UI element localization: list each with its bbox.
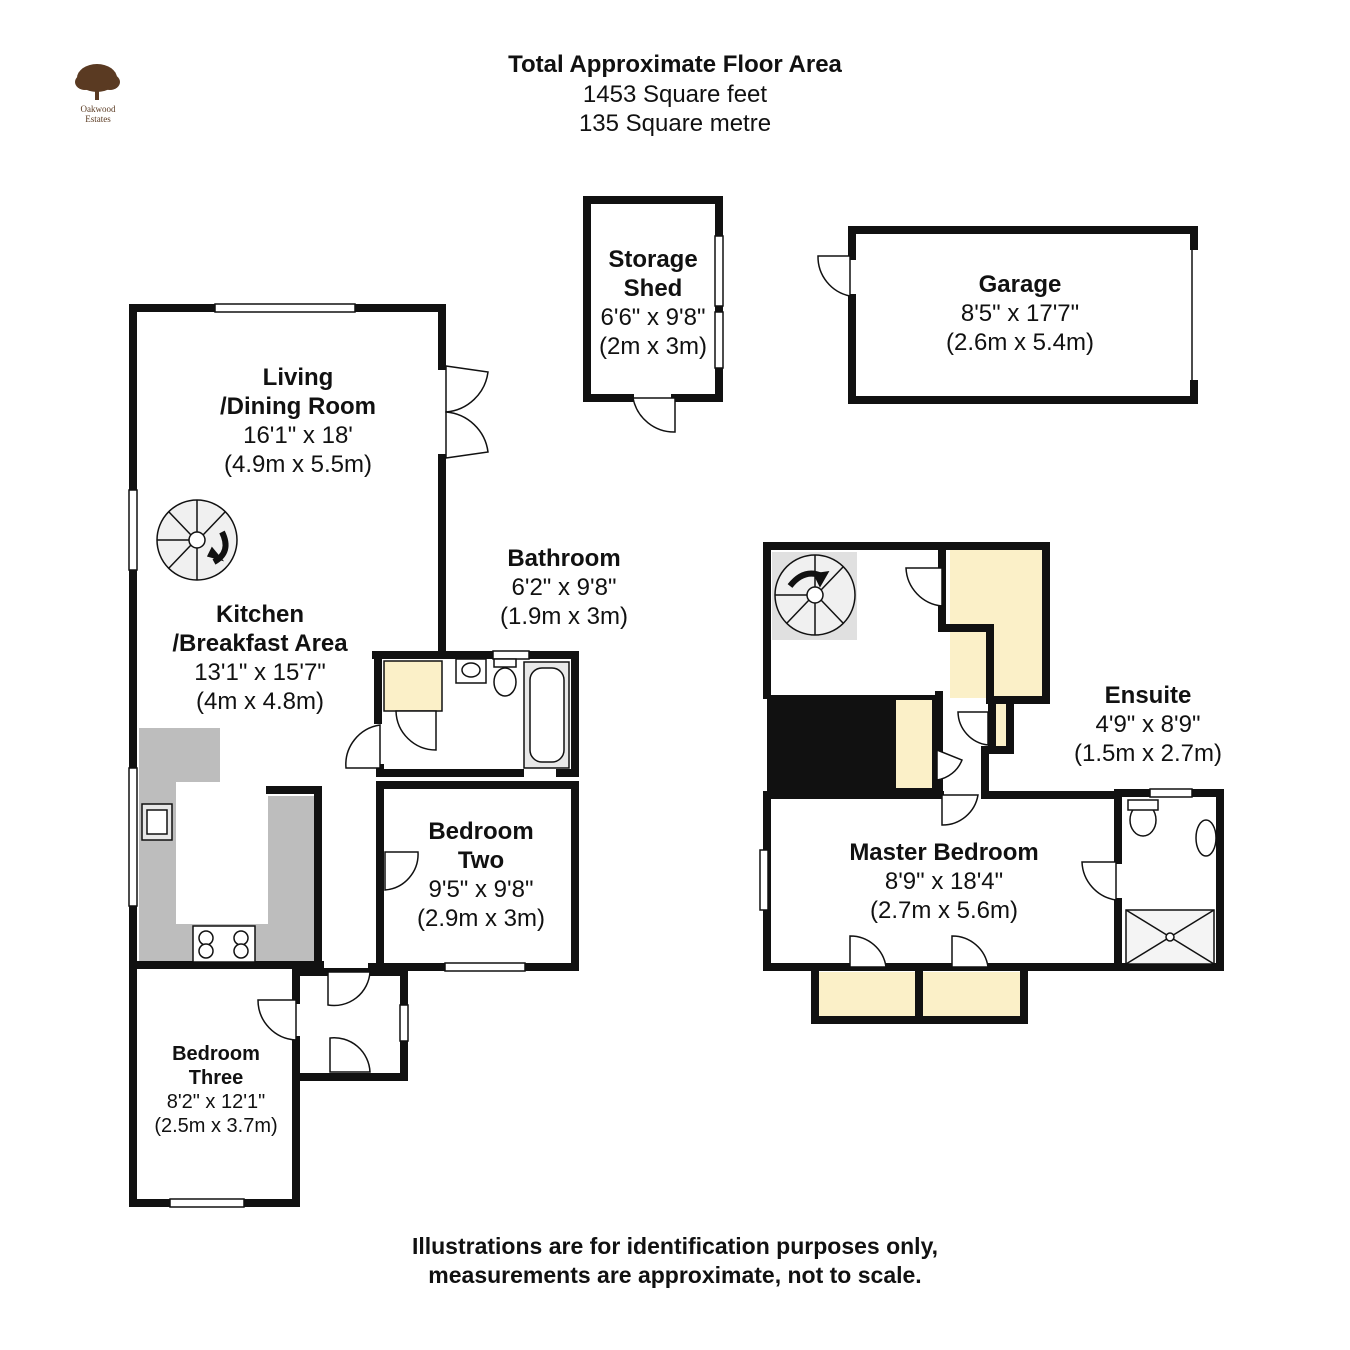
room-name: /Breakfast Area: [172, 630, 348, 657]
oak-tree-logo-icon: [75, 64, 120, 100]
room-dimensions-metric: (2.9m x 3m): [416, 905, 545, 932]
room-name: Three: [188, 1067, 244, 1089]
ground-floor-doors: [257, 365, 489, 1073]
room-name: Storage: [608, 246, 698, 273]
bathroom-label: Bathroom 6'2" x 9'8" (1.9m x 3m): [474, 544, 654, 631]
room-dimensions: 8'2" x 12'1": [166, 1091, 266, 1113]
room-dimensions: 6'6" x 9'8": [600, 304, 706, 331]
ground-floor-fixtures: [141, 499, 570, 963]
ground-floor-windows: [128, 303, 530, 1208]
room-dimensions-metric: (1.5m x 2.7m): [1073, 740, 1223, 767]
room-dimensions: 8'9" x 18'4": [884, 868, 1004, 895]
room-dimensions-metric: (1.9m x 3m): [499, 603, 628, 630]
room-dimensions: 8'5" x 17'7": [960, 300, 1080, 327]
room-name: Two: [457, 847, 505, 874]
logo-line1: Oakwood: [80, 104, 116, 114]
room-name: Shed: [623, 275, 683, 302]
room-name: Bathroom: [507, 545, 621, 572]
floor-area-sqft: 1453 Square feet: [582, 81, 768, 108]
room-name: Master Bedroom: [849, 839, 1039, 866]
kitchen-breakfast-label: Kitchen /Breakfast Area 13'1" x 15'7" (4…: [150, 600, 370, 716]
storage-shed-plan: [583, 196, 724, 433]
room-dimensions-metric: (2.6m x 5.4m): [945, 329, 1095, 356]
floor-area-sqm: 135 Square metre: [578, 110, 772, 137]
room-dimensions-metric: (2.5m x 3.7m): [154, 1115, 278, 1137]
ensuite-basin-icon: [1195, 819, 1217, 857]
room-name: Bedroom: [428, 818, 534, 845]
cupboard: [383, 660, 443, 712]
garage-label: Garage 8'5" x 17'7" (2.6m x 5.4m): [910, 270, 1130, 357]
loft-storage: [950, 548, 1044, 698]
room-name: Living: [262, 364, 334, 391]
bedroom-three-label: Bedroom Three 8'2" x 12'1" (2.5m x 3.7m): [140, 1042, 292, 1138]
disclaimer: Illustrations are for identification pur…: [0, 1232, 1350, 1290]
room-dimensions-metric: (4m x 4.8m): [195, 688, 324, 715]
disclaimer-line2: measurements are approximate, not to sca…: [428, 1262, 922, 1288]
room-dimensions: 9'5" x 9'8": [428, 876, 534, 903]
room-dimensions-metric: (2.7m x 5.6m): [869, 897, 1019, 924]
first-floor-plan: [759, 542, 1224, 1024]
bedroom-two-label: Bedroom Two 9'5" x 9'8" (2.9m x 3m): [396, 817, 566, 933]
toilet-icon: [493, 658, 517, 668]
logo-name: Oakwood Estates: [58, 104, 138, 124]
room-name: Ensuite: [1104, 682, 1192, 709]
garage-plan: [817, 226, 1198, 404]
living-dining-room-label: Living /Dining Room 16'1" x 18' (4.9m x …: [178, 363, 418, 479]
room-dimensions: 4'9" x 8'9": [1095, 711, 1201, 738]
room-name: Garage: [978, 271, 1062, 298]
room-name: Kitchen: [215, 601, 304, 628]
logo-line2: Estates: [85, 114, 111, 124]
floor-area-title: Total Approximate Floor Area: [508, 51, 842, 78]
room-dimensions: 13'1" x 15'7": [194, 659, 326, 686]
room-dimensions-metric: (2m x 3m): [599, 333, 707, 360]
ensuite-label: Ensuite 4'9" x 8'9" (1.5m x 2.7m): [1058, 681, 1238, 768]
stair-direction-arrow-icon: [212, 530, 229, 565]
disclaimer-line1: Illustrations are for identification pur…: [411, 1233, 939, 1259]
room-dimensions: 6'2" x 9'8": [511, 574, 617, 601]
master-bedroom-label: Master Bedroom 8'9" x 18'4" (2.7m x 5.6m…: [824, 838, 1064, 925]
room-name: /Dining Room: [220, 393, 376, 420]
kitchen-worktop: [139, 728, 318, 964]
storage-shed-label: Storage Shed 6'6" x 9'8" (2m x 3m): [590, 245, 716, 361]
room-dimensions: 16'1" x 18': [243, 422, 353, 449]
room-dimensions-metric: (4.9m x 5.5m): [223, 451, 373, 478]
room-name: Bedroom: [172, 1043, 260, 1065]
